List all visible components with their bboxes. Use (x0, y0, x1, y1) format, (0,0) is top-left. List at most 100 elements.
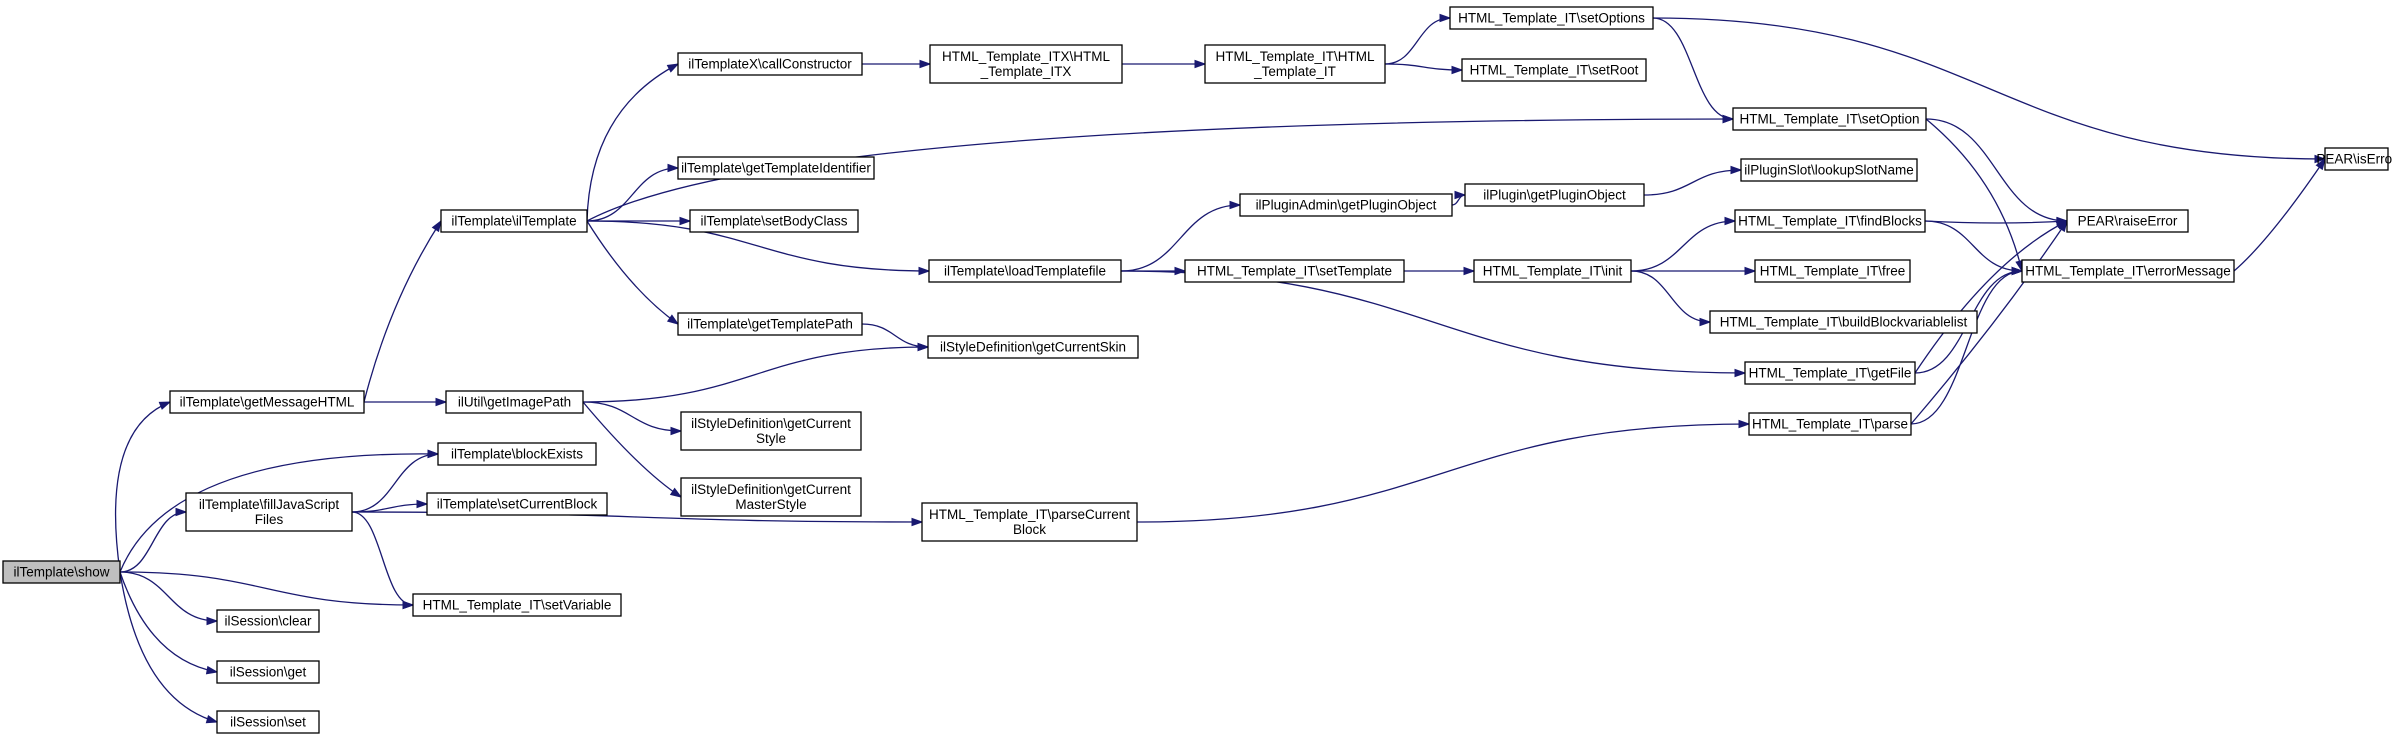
node-findblocks[interactable]: HTML_Template_IT\findBlocks (1734, 209, 1926, 233)
node-blockexists[interactable]: ilTemplate\blockExists (437, 442, 597, 466)
node-itxctor[interactable]: HTML_Template_ITX\HTML_Template_ITX (929, 44, 1123, 84)
node-sessionset[interactable]: ilSession\set (216, 710, 320, 734)
node-parse[interactable]: HTML_Template_IT\parse (1748, 412, 1912, 436)
node-getimagepath[interactable]: ilUtil\getImagePath (445, 390, 584, 414)
edge-arrowhead (1738, 419, 1751, 429)
node-label: HTML_Template_IT\free (1760, 264, 1906, 279)
node-getpluginobject[interactable]: ilPlugin\getPluginObject (1464, 183, 1645, 207)
node-buildblockvariablelist[interactable]: HTML_Template_IT\buildBlockvariablelist (1709, 310, 1978, 334)
node-setoption[interactable]: HTML_Template_IT\setOption (1732, 107, 1927, 131)
node-label: ilSession\set (230, 715, 306, 730)
node-label: ilTemplate\fillJavaScript (199, 497, 340, 512)
node-label: ilTemplate\setBodyClass (700, 214, 847, 229)
node-iserror[interactable]: PEAR\isError (2316, 147, 2392, 171)
edge-line (1384, 17, 1451, 65)
node-iltemplatector[interactable]: ilTemplate\ilTemplate (440, 209, 588, 233)
node-free[interactable]: HTML_Template_IT\free (1754, 259, 1911, 283)
edge-errormessage-to-iserror (2233, 157, 2326, 272)
edge-arrowhead (1194, 59, 1207, 69)
node-box (1734, 209, 1926, 233)
edge-line (119, 571, 218, 622)
edge-line (119, 453, 439, 573)
node-show[interactable]: ilTemplate\show (2, 560, 121, 584)
edge-arrowhead (911, 517, 924, 527)
node-callconstructor[interactable]: ilTemplateX\callConstructor (677, 52, 863, 76)
node-sessionclear[interactable]: ilSession\clear (216, 609, 320, 633)
edge-arrowhead (175, 507, 188, 517)
node-label: HTML_Template_IT\setTemplate (1197, 264, 1392, 279)
node-label: ilPlugin\getPluginObject (1483, 188, 1626, 203)
node-box (437, 442, 597, 466)
edge-arrowhead (416, 499, 429, 509)
node-settemplate[interactable]: HTML_Template_IT\setTemplate (1184, 259, 1405, 283)
node-setcurrentblock[interactable]: ilTemplate\setCurrentBlock (426, 492, 608, 516)
node-gettemplateidentifier[interactable]: ilTemplate\getTemplateIdentifier (677, 156, 875, 180)
edge-arrowhead (2314, 154, 2327, 164)
edge-arrowhead (435, 397, 448, 407)
edge-getmessagehtml-to-getimagepath (364, 397, 448, 407)
node-sessionget[interactable]: ilSession\get (216, 660, 320, 684)
edge-line (586, 220, 679, 325)
edge-arrowhead (1229, 200, 1242, 210)
edge-line (1652, 17, 1734, 120)
edge-line (119, 571, 218, 673)
node-raiseerror[interactable]: PEAR\raiseError (2066, 209, 2189, 233)
edge-show-to-sessionget (119, 571, 219, 675)
edge-arrowhead (1734, 368, 1747, 378)
edge-arrowhead (667, 163, 680, 173)
node-getpluginobjectadmin[interactable]: ilPluginAdmin\getPluginObject (1239, 193, 1453, 217)
edge-setoption-to-raiseerror (1925, 118, 2069, 226)
edge-line (1630, 220, 1736, 272)
edge-arrowhead (1699, 317, 1712, 327)
node-getmessagehtml[interactable]: ilTemplate\getMessageHTML (169, 390, 365, 414)
node-box (680, 477, 862, 517)
edge-arrowhead (1722, 114, 1735, 124)
node-box (1748, 412, 1912, 436)
edge-line (582, 401, 682, 432)
edge-arrowhead (427, 449, 440, 459)
edge-findblocks-to-errormessage (1924, 220, 2024, 276)
node-label: ilTemplate\loadTemplatefile (944, 264, 1106, 279)
node-loadtemplatefile[interactable]: ilTemplate\loadTemplatefile (928, 259, 1122, 283)
node-gettemplatepath[interactable]: ilTemplate\getTemplatePath (677, 312, 863, 336)
edge-getimagepath-to-getcurrentstyle (582, 401, 683, 436)
node-box (216, 710, 320, 734)
node-box (1239, 193, 1453, 217)
edge-getimagepath-to-getcurrentmasterstyle (582, 401, 683, 498)
node-label: ilTemplate\show (13, 565, 109, 580)
edge-parse-to-errormessage (1910, 266, 2024, 425)
node-getfile[interactable]: HTML_Template_IT\getFile (1744, 361, 1916, 385)
edge-arrowhead (917, 342, 930, 352)
node-setbodyclass[interactable]: ilTemplate\setBodyClass (689, 209, 859, 233)
node-label: HTML_Template_IT\errorMessage (2025, 264, 2231, 279)
edge-line (1924, 220, 2023, 272)
node-init[interactable]: HTML_Template_IT\init (1473, 259, 1632, 283)
edge-filljavascriptfiles-to-setvariable (351, 511, 415, 610)
node-label: ilSession\clear (224, 614, 312, 629)
edge-iltemplatector-to-loadtemplatefile (586, 220, 931, 276)
node-box (2021, 259, 2235, 283)
edge-getimagepath-to-getcurrentskin (582, 342, 930, 403)
node-setvariable[interactable]: HTML_Template_IT\setVariable (412, 593, 622, 617)
node-getcurrentskin[interactable]: ilStyleDefinition\getCurrentSkin (927, 335, 1139, 359)
node-box (677, 156, 875, 180)
node-lookupslotname[interactable]: ilPluginSlot\lookupSlotName (1740, 158, 1918, 182)
edge-loadtemplatefile-to-getfile (1120, 270, 1747, 378)
node-box (216, 609, 320, 633)
edge-init-to-findblocks (1630, 216, 1737, 272)
edge-arrowhead (1730, 165, 1743, 175)
edge-getfile-to-raiseerror (1914, 220, 2069, 374)
edge-show-to-getmessagehtml (114, 401, 172, 573)
node-label: ilTemplate\blockExists (451, 447, 583, 462)
node-setroot[interactable]: HTML_Template_IT\setRoot (1461, 58, 1647, 82)
node-box (929, 44, 1123, 84)
node-itctor[interactable]: HTML_Template_IT\HTML_Template_IT (1204, 44, 1386, 84)
node-setoptions[interactable]: HTML_Template_IT\setOptions (1449, 6, 1654, 30)
node-errormessage[interactable]: HTML_Template_IT\errorMessage (2021, 259, 2235, 283)
edge-itxctor-to-itctor (1122, 59, 1207, 69)
